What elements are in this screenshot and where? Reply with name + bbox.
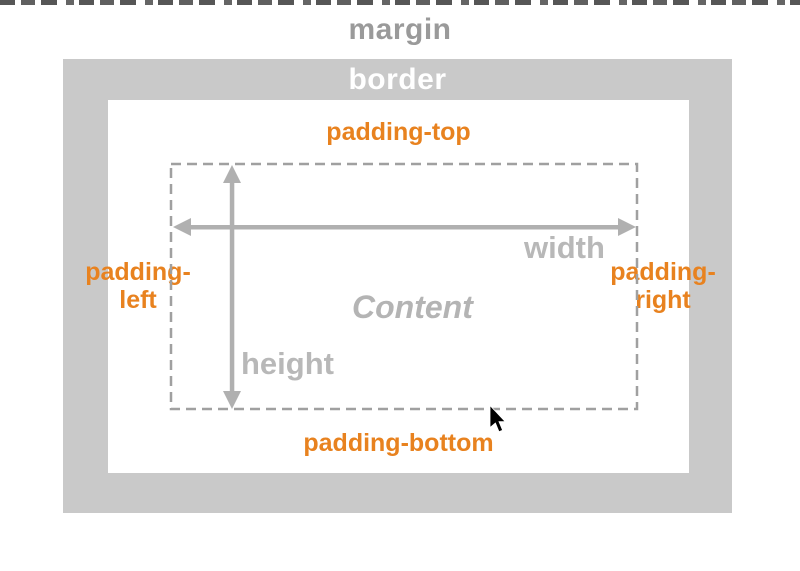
cropped-text-strip bbox=[0, 0, 800, 5]
mouse-cursor-icon bbox=[489, 405, 506, 433]
padding-right-label: padding- right bbox=[605, 258, 721, 314]
height-label: height bbox=[241, 346, 334, 381]
padding-right-line1: padding- bbox=[610, 258, 716, 286]
padding-left-label: padding- left bbox=[80, 258, 196, 314]
content-label: Content bbox=[352, 289, 473, 325]
padding-left-line1: padding- bbox=[85, 258, 191, 286]
padding-left-line2: left bbox=[119, 286, 157, 314]
margin-label: margin bbox=[348, 13, 452, 46]
border-label: border bbox=[348, 63, 447, 96]
padding-top-label: padding-top bbox=[326, 118, 471, 146]
width-label: width bbox=[524, 230, 605, 265]
padding-right-line2: right bbox=[635, 286, 691, 314]
padding-bottom-label: padding-bottom bbox=[303, 429, 494, 457]
